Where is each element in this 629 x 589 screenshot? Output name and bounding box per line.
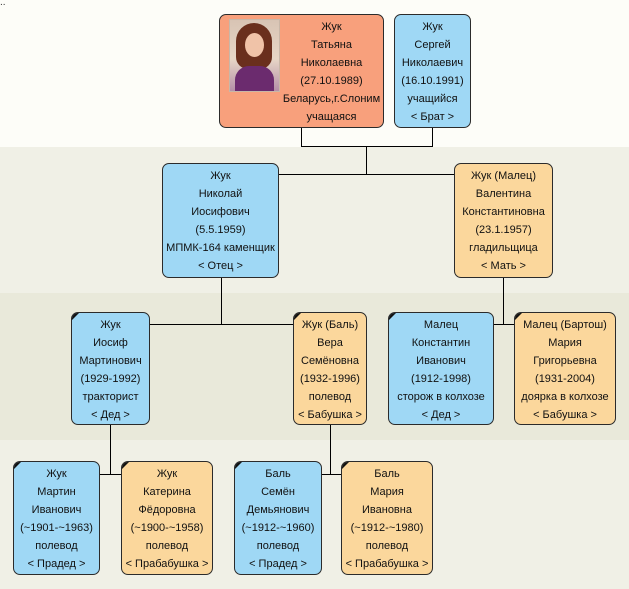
- card-line: Жук: [422, 21, 443, 33]
- card-line: Жук: [100, 319, 121, 331]
- card-line: (~1900-~1958): [130, 522, 204, 534]
- card-line: Татьяна: [310, 39, 353, 51]
- relation-link[interactable]: < Дед >: [421, 409, 461, 421]
- card-line: Жук: [156, 468, 178, 480]
- card-line: Семёновна: [301, 355, 359, 367]
- expand-corner-icon[interactable]: [14, 462, 21, 469]
- person-card-great-grandmother-1[interactable]: Жук Катерина Фёдоровна (~1900-~1958) пол…: [121, 461, 213, 575]
- card-line: полевод: [365, 540, 409, 552]
- card-line: доярка в колхозе: [521, 391, 609, 403]
- person-card-father[interactable]: Жук Николай Иосифович (5.5.1959) МПМК-16…: [162, 163, 279, 278]
- card-line: (~1912-~1960): [241, 522, 315, 534]
- card-line: Малец: [423, 319, 459, 331]
- expand-corner-icon[interactable]: [515, 313, 522, 320]
- card-line: сторож в колхозе: [397, 391, 485, 403]
- relation-link[interactable]: < Прабабушка >: [345, 558, 429, 570]
- card-line: Фёдоровна: [138, 504, 196, 516]
- card-line: Жук: [46, 468, 67, 480]
- card-line: Иосиф: [93, 337, 128, 349]
- card-line: (1931-2004): [535, 373, 595, 385]
- card-line: полевод: [145, 540, 189, 552]
- card-line: (~1912-~1980): [350, 522, 424, 534]
- card-line: Иосифович: [191, 206, 250, 218]
- expand-corner-icon[interactable]: [342, 462, 349, 469]
- card-line: Малец (Бартош): [523, 319, 607, 331]
- card-line: (1932-1996): [300, 373, 360, 385]
- relation-link[interactable]: < Прадед >: [27, 558, 86, 570]
- card-line: (1912-1998): [411, 373, 471, 385]
- card-line: МПМК-164 каменщик: [166, 242, 275, 254]
- relation-link[interactable]: < Дед >: [91, 409, 130, 421]
- expand-corner-icon[interactable]: [294, 313, 301, 320]
- card-line: Николаевна: [300, 57, 363, 69]
- card-line: (16.10.1991): [401, 75, 464, 87]
- card-line: полевод: [308, 391, 352, 403]
- card-line: Беларусь,г.Слоним: [282, 93, 381, 105]
- corner-mark: ..: [0, 0, 6, 8]
- person-photo: [229, 19, 280, 92]
- person-card-great-grandmother-2[interactable]: Баль Мария Ивановна (~1912-~1980) полево…: [341, 461, 433, 575]
- expand-corner-icon[interactable]: [122, 462, 129, 469]
- card-line: тракторист: [82, 391, 139, 403]
- card-line: (23.1.1957): [475, 224, 532, 236]
- relation-link[interactable]: < Прадед >: [249, 558, 307, 570]
- relation-link[interactable]: < Бабушка >: [298, 409, 362, 421]
- expand-corner-icon[interactable]: [389, 313, 396, 320]
- card-line: Мария: [548, 337, 582, 349]
- person-card-mother[interactable]: Жук (Малец) Валентина Константиновна (23…: [454, 163, 553, 278]
- card-line: Григорьевна: [533, 355, 597, 367]
- person-card-self[interactable]: Жук Татьяна Николаевна (27.10.1989) Бела…: [219, 14, 384, 128]
- card-line: Иванович: [31, 504, 82, 516]
- card-line: Баль: [265, 468, 291, 480]
- card-line: Жук: [321, 21, 342, 33]
- relation-link[interactable]: < Бабушка >: [533, 409, 597, 421]
- card-line: Жук (Баль): [301, 319, 359, 331]
- relation-link[interactable]: < Отец >: [198, 260, 243, 272]
- card-line: Валентина: [475, 188, 532, 200]
- card-line: Баль: [374, 468, 400, 480]
- relation-link[interactable]: < Мать >: [481, 260, 526, 272]
- expand-corner-icon[interactable]: [235, 462, 242, 469]
- card-line: Мартин: [37, 486, 76, 498]
- person-card-grandfather-paternal[interactable]: Жук Иосиф Мартинович (1929-1992) трактор…: [71, 312, 150, 425]
- card-line: Мария: [370, 486, 404, 498]
- card-line: Ивановна: [362, 504, 412, 516]
- card-line: Николай: [198, 188, 243, 200]
- person-card-grandmother-maternal[interactable]: Малец (Бартош) Мария Григорьевна (1931-2…: [514, 312, 616, 425]
- card-line: Жук: [210, 170, 231, 182]
- card-line: Константин: [411, 337, 471, 349]
- card-line: учащийся: [407, 93, 458, 105]
- card-line: Николаевич: [401, 57, 464, 69]
- person-card-grandfather-maternal[interactable]: Малец Константин Иванович (1912-1998) ст…: [388, 312, 494, 425]
- person-card-great-grandfather-2[interactable]: Баль Семён Демьянович (~1912-~1960) поле…: [234, 461, 322, 575]
- card-line: Семён: [261, 486, 295, 498]
- card-line: полевод: [35, 540, 78, 552]
- card-line: (1929-1992): [80, 373, 141, 385]
- relation-link[interactable]: < Брат >: [410, 111, 455, 123]
- card-line: Демьянович: [246, 504, 310, 516]
- card-line: Сергей: [414, 39, 451, 51]
- card-line: Вера: [317, 337, 343, 349]
- card-line: Катерина: [143, 486, 191, 498]
- card-line: полевод: [256, 540, 300, 552]
- card-line: (27.10.1989): [300, 75, 363, 87]
- card-line: Жук (Малец): [471, 170, 536, 182]
- card-line: (5.5.1959): [195, 224, 246, 236]
- card-line: Константиновна: [462, 206, 545, 218]
- relation-link[interactable]: < Прабабушка >: [125, 558, 209, 570]
- card-line: гладильщица: [469, 242, 538, 254]
- person-card-great-grandfather-1[interactable]: Жук Мартин Иванович (~1901-~1963) полево…: [13, 461, 100, 575]
- card-line: (~1901-~1963): [20, 522, 93, 534]
- person-card-brother[interactable]: Жук Сергей Николаевич (16.10.1991) учащи…: [394, 14, 471, 128]
- person-card-grandmother-paternal[interactable]: Жук (Баль) Вера Семёновна (1932-1996) по…: [293, 312, 367, 425]
- expand-corner-icon[interactable]: [72, 313, 79, 320]
- card-line: Иванович: [416, 355, 466, 367]
- card-line: Мартинович: [79, 355, 142, 367]
- card-line: учащаяся: [306, 111, 357, 123]
